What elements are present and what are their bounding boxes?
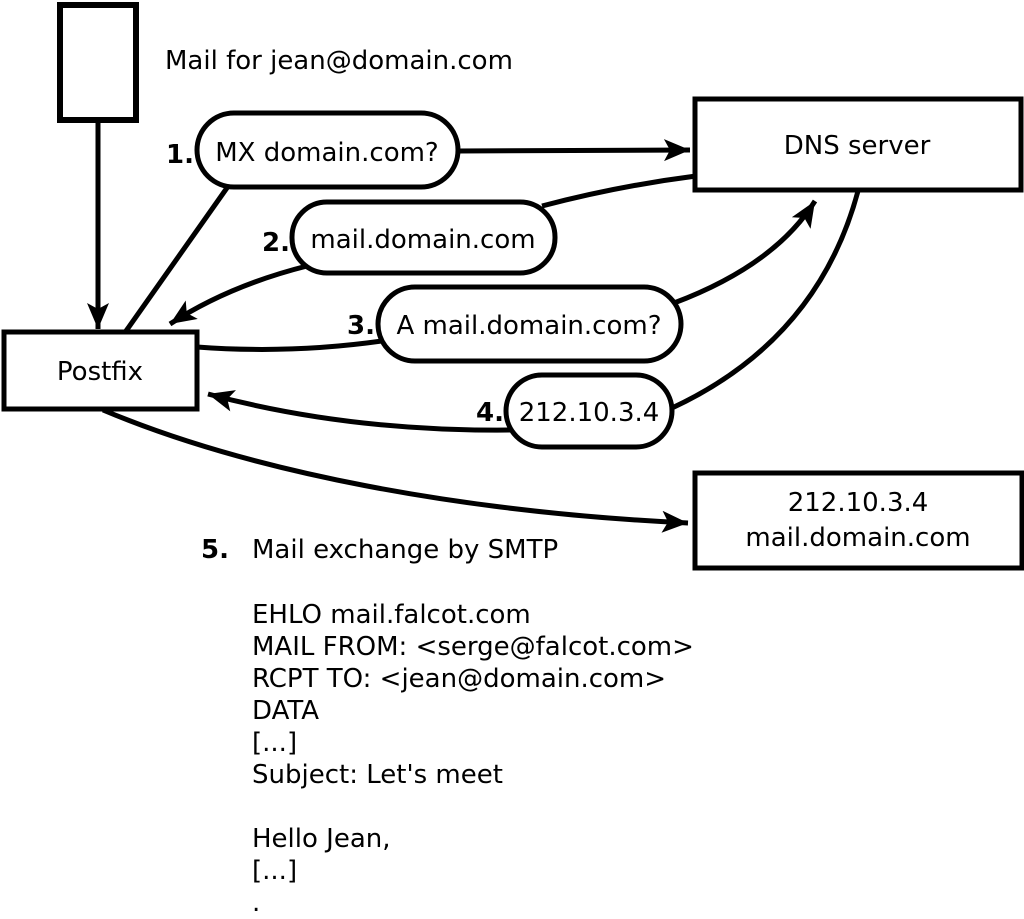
- step-2-number: 2.: [262, 228, 290, 258]
- smtp-line: Subject: Let's meet: [252, 760, 503, 790]
- line-postfix-to-mx-query: [123, 183, 232, 333]
- mail-server-hostname-label: mail.domain.com: [745, 523, 970, 553]
- line-dns-to-a-answer: [670, 190, 861, 411]
- dns-server-label: DNS server: [784, 131, 931, 161]
- dns-server-box: [692, 96, 1024, 193]
- smtp-line: MAIL FROM: <serge@falcot.com>: [252, 632, 694, 662]
- smtp-line: Hello Jean,: [252, 824, 391, 854]
- line-dns-to-mx-answer: [541, 173, 697, 209]
- a-answer-pill: [503, 372, 675, 450]
- a-answer-label: 212.10.3.4: [519, 398, 660, 428]
- arrow-smtp-to-mail-server: [102, 407, 689, 533]
- step-3-number: 3.: [347, 311, 375, 341]
- mx-answer-pill: [289, 199, 558, 276]
- incoming-mail-box: [57, 2, 139, 123]
- mail-server-ip-label: 212.10.3.4: [788, 488, 929, 518]
- line-postfix-to-a-query: [196, 338, 383, 352]
- arrow-a-answer-to-postfix: [207, 390, 514, 433]
- arrow-mx-answer-to-postfix: [168, 263, 308, 327]
- a-query-label: A mail.domain.com?: [397, 311, 662, 341]
- mx-query-label: MX domain.com?: [215, 138, 438, 168]
- a-query-pill: [375, 284, 684, 364]
- postfix-box: [1, 329, 200, 412]
- smtp-line: DATA: [252, 696, 319, 726]
- smtp-session-transcript: EHLO mail.falcot.com MAIL FROM: <serge@f…: [252, 600, 694, 918]
- step-5-number: 5.: [201, 535, 229, 565]
- mail-server-box: [692, 470, 1024, 571]
- arrow-a-query-to-dns: [673, 199, 818, 306]
- arrow-mx-query-to-dns: [457, 139, 691, 162]
- smtp-line: [...]: [252, 856, 297, 886]
- smtp-line: .: [252, 888, 260, 918]
- step-1-number: 1.: [166, 140, 194, 170]
- smtp-line: RCPT TO: <jean@domain.com>: [252, 664, 666, 694]
- smtp-line: [...]: [252, 728, 297, 758]
- postfix-label: Postfix: [57, 357, 143, 387]
- mx-query-pill: [194, 110, 461, 190]
- mx-answer-label: mail.domain.com: [310, 225, 535, 255]
- diagram-title: Mail for jean@domain.com: [165, 46, 513, 76]
- smtp-line: EHLO mail.falcot.com: [252, 600, 531, 630]
- step-4-number: 4.: [476, 398, 504, 428]
- smtp-exchange-label: Mail exchange by SMTP: [252, 535, 558, 565]
